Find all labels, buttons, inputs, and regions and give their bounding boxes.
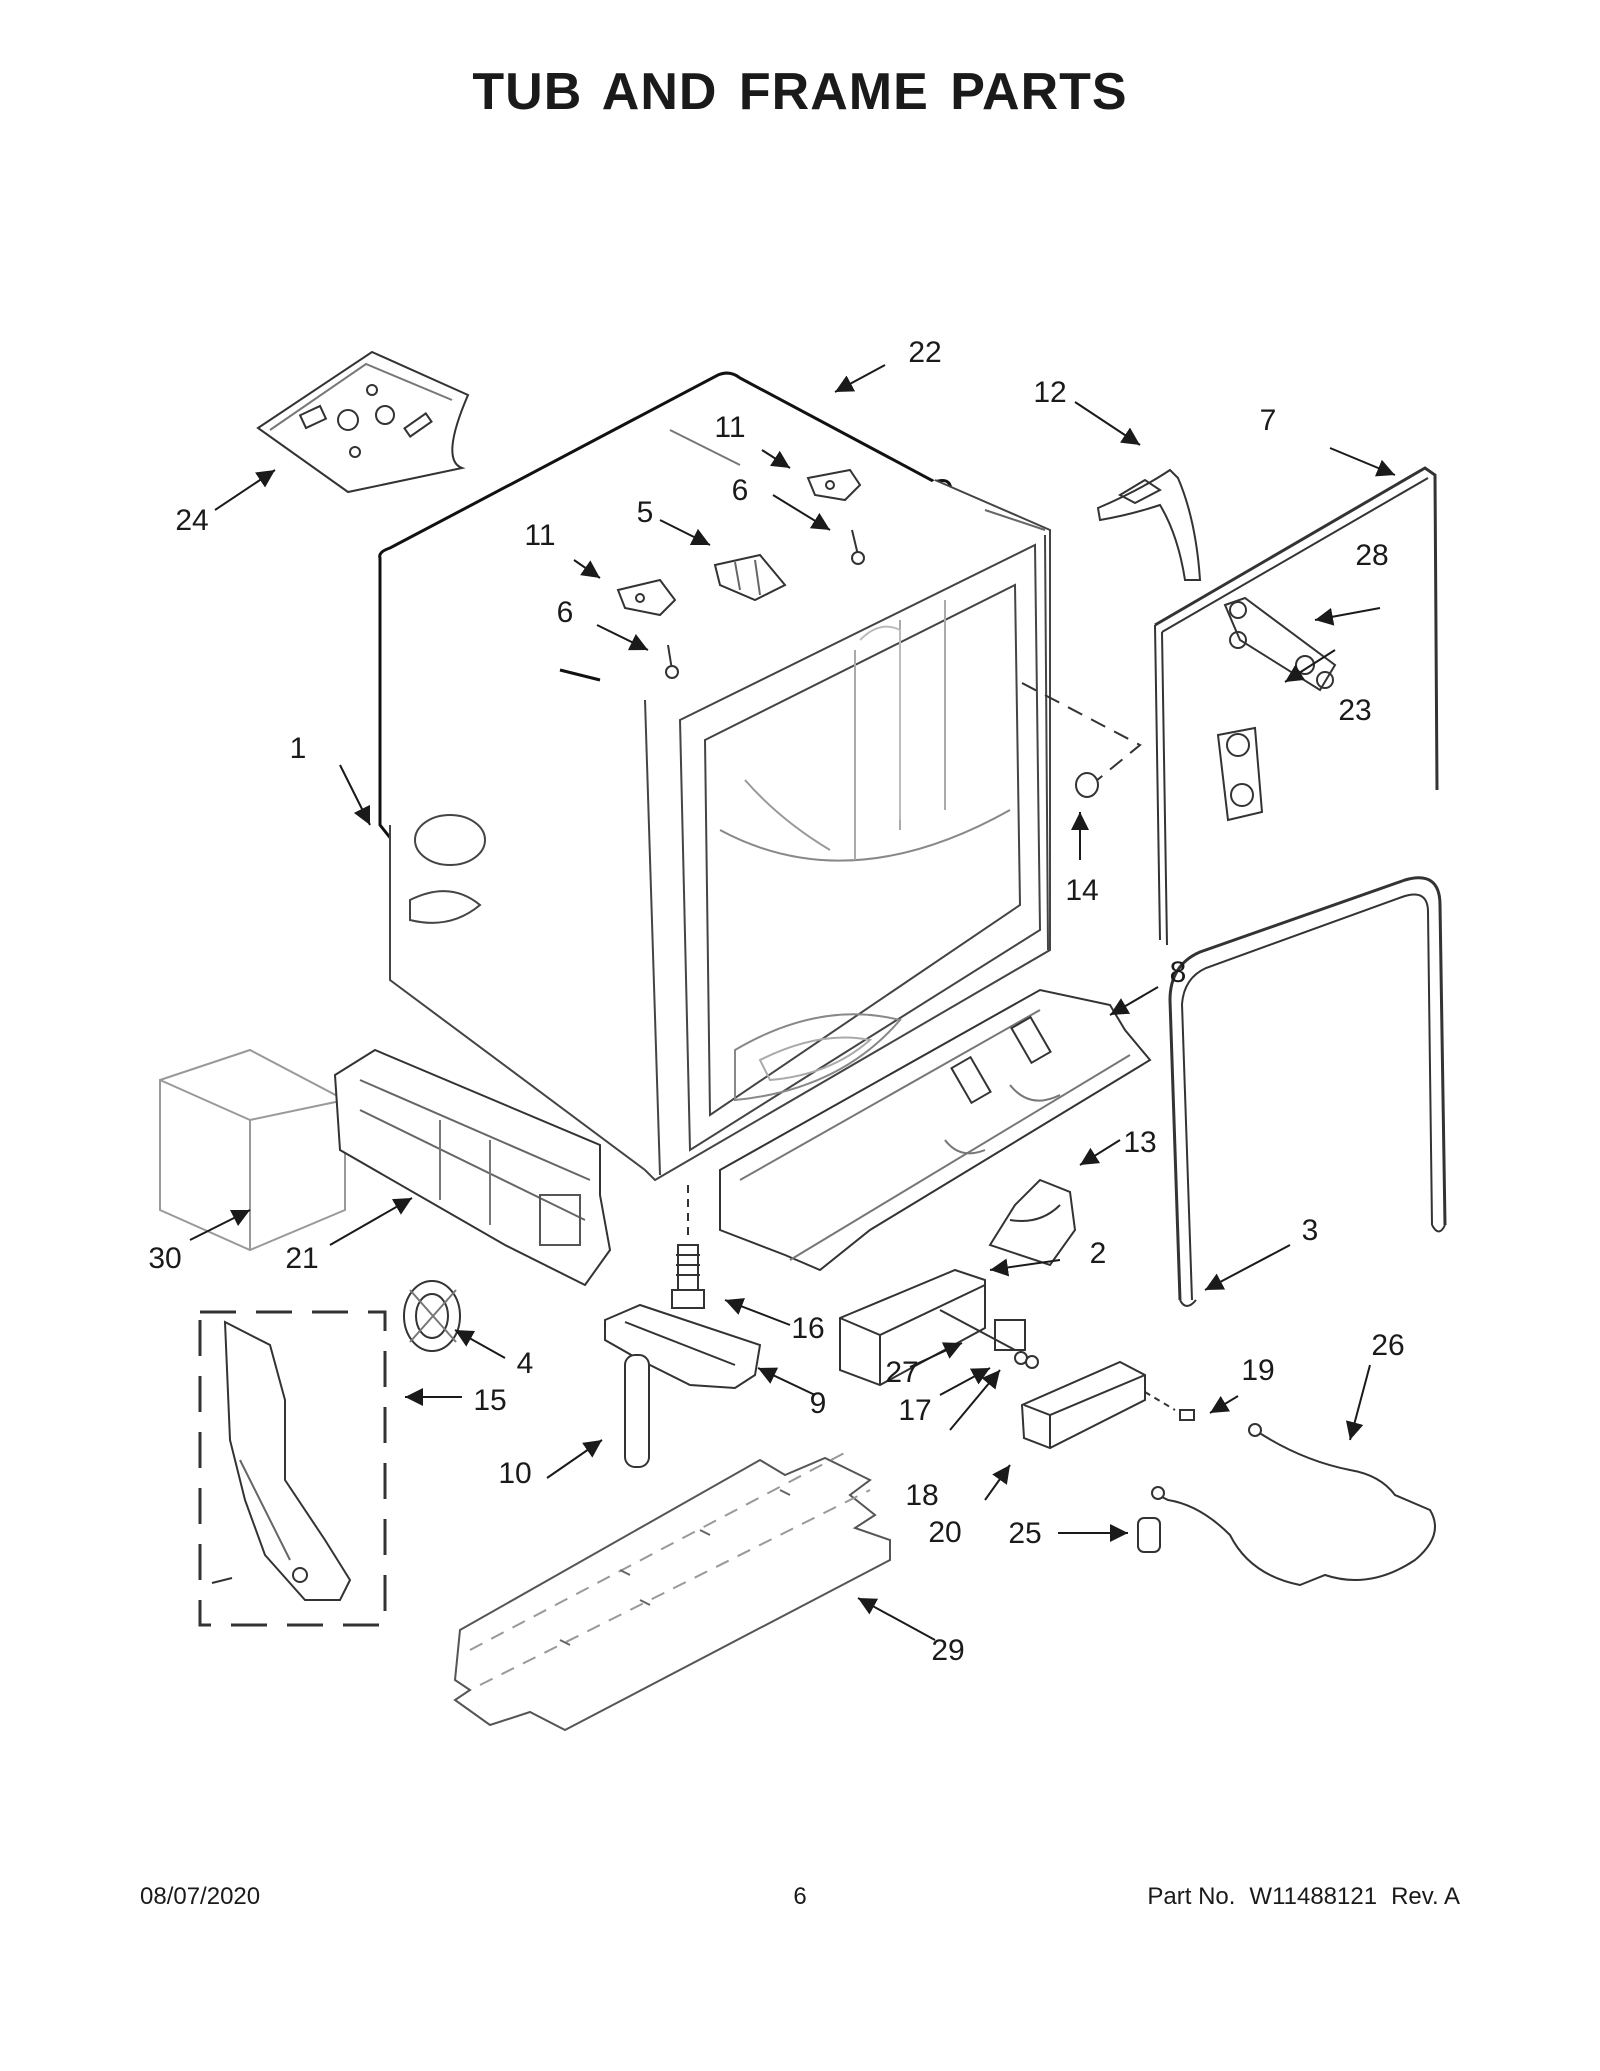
callout-14: 14 — [1065, 874, 1098, 907]
part-tube — [624, 1354, 650, 1468]
callout-22: 22 — [908, 336, 941, 369]
part-module-screw — [939, 1309, 1039, 1369]
part-cover — [1020, 1360, 1146, 1450]
part-float-housing — [604, 1303, 762, 1390]
part-float — [671, 1185, 705, 1309]
part-hinge-clip — [713, 553, 787, 602]
callout-7: 7 — [1260, 404, 1277, 437]
callout-17: 17 — [898, 1394, 931, 1427]
callout-27: 27 — [885, 1356, 918, 1389]
callout-15: 15 — [473, 1384, 506, 1417]
part-door-roller — [1216, 726, 1264, 822]
part-hinge-link — [1223, 596, 1337, 692]
callout-20: 20 — [928, 1516, 961, 1549]
part-connector — [1137, 1517, 1161, 1553]
footer-date: 08/07/2020 — [140, 1883, 261, 1910]
callout-25: 25 — [1008, 1517, 1041, 1550]
part-wire-harness — [1151, 1423, 1436, 1587]
part-screw-lower — [665, 644, 679, 679]
footer-part-number: Part No. W11488121 Rev. A — [1133, 1883, 1460, 1911]
callout-5: 5 — [637, 496, 654, 529]
callout-18: 18 — [905, 1479, 938, 1512]
callout-29: 29 — [931, 1634, 964, 1667]
part-hose-bracket — [988, 1178, 1077, 1267]
footer-revision: Rev. A — [1391, 1883, 1460, 1910]
part-module-group — [198, 1310, 387, 1627]
part-hardware-bag — [256, 350, 470, 494]
part-hinge-bracket-upper — [806, 468, 862, 502]
footer-page-number: 6 — [793, 1883, 807, 1910]
footer-part-label: Part No. — [1147, 1883, 1236, 1910]
callout-10: 10 — [498, 1457, 531, 1490]
callout-6b: 6 — [732, 474, 749, 507]
footer-part-value: W11488121 — [1249, 1883, 1378, 1910]
callout-12: 12 — [1033, 376, 1066, 409]
callout-13: 13 — [1123, 1126, 1156, 1159]
part-toe-panel — [159, 1048, 346, 1252]
part-wheel — [403, 1280, 461, 1352]
part-vent-duct — [1096, 468, 1202, 581]
callout-26: 26 — [1371, 1329, 1404, 1362]
callout-8: 8 — [1170, 956, 1187, 989]
part-screw-upper — [851, 529, 865, 565]
part-hinge-bracket-lower — [616, 578, 677, 617]
callout-16: 16 — [791, 1312, 824, 1345]
part-base-left — [333, 1048, 612, 1287]
callout-9: 9 — [810, 1387, 827, 1420]
part-base-frame — [719, 988, 1152, 1272]
part-electronic-module — [839, 1268, 1026, 1387]
callout-21: 21 — [285, 1242, 318, 1275]
callout-11b: 11 — [714, 411, 745, 444]
callout-4: 4 — [517, 1347, 534, 1380]
part-plug — [1021, 682, 1142, 798]
callout-2: 2 — [1090, 1237, 1107, 1270]
callout-6a: 6 — [557, 596, 574, 629]
part-door-gasket-strip — [1154, 466, 1439, 946]
callout-30: 30 — [148, 1242, 181, 1275]
callout-23: 23 — [1338, 694, 1371, 727]
callout-1: 1 — [290, 732, 307, 765]
callout-24: 24 — [175, 504, 208, 537]
page-title: TUB AND FRAME PARTS — [472, 63, 1128, 121]
callout-19: 19 — [1241, 1354, 1274, 1387]
part-screw-small — [1144, 1391, 1195, 1421]
callout-3: 3 — [1302, 1214, 1319, 1247]
part-base-insulation — [453, 1449, 891, 1732]
part-tub — [389, 479, 1051, 1182]
callout-28: 28 — [1355, 539, 1388, 572]
part-door-gasket — [1168, 876, 1447, 1307]
callout-11a: 11 — [524, 519, 555, 552]
